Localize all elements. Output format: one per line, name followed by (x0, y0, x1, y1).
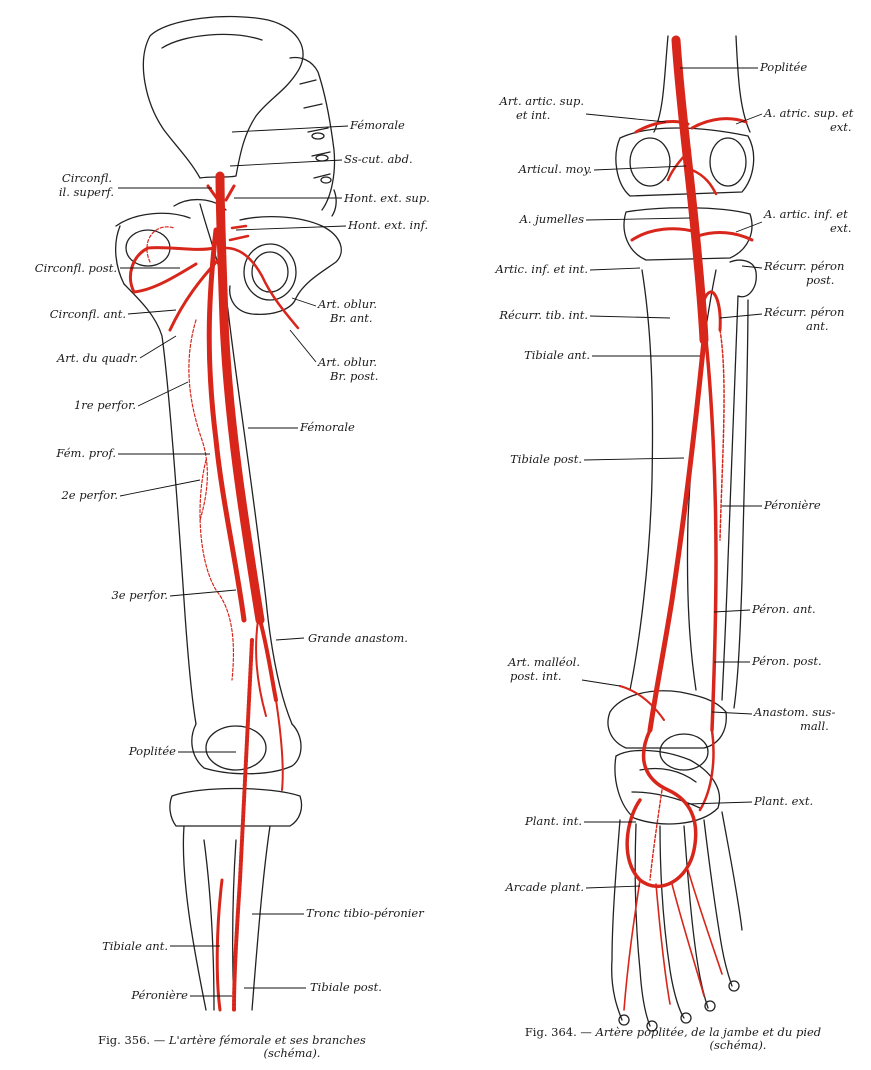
label-tronc-tibio: Tronc tibio-péronier (306, 907, 424, 920)
label-art-artic-sup-1: Art. artic. sup. (500, 95, 584, 108)
label-a-artic-inf-2: ext. (830, 222, 852, 235)
label-peroniere-356: Péronière (131, 989, 188, 1002)
label-art-artic-sup-2: et int. (516, 109, 550, 122)
caption-fig356-prefix: Fig. 356. — (98, 1033, 165, 1047)
label-a-jumelles: A. jumelles (520, 213, 584, 226)
label-circonfl-post: Circonfl. post. (35, 262, 117, 275)
label-plant-ext: Plant. ext. (754, 795, 813, 808)
label-peron-ant: Péron. ant. (752, 603, 816, 616)
label-poplitee-364: Poplitée (760, 61, 807, 74)
label-recurr-peron-post-2: post. (806, 274, 834, 287)
label-femorale-mid: Fémorale (300, 421, 355, 434)
label-art-oblur-post-2: Br. post. (330, 370, 378, 383)
caption-fig356-line2: (schéma). (264, 1046, 321, 1060)
label-recurr-peron-ant-1: Récurr. péron (764, 306, 844, 319)
label-grande-anastom: Grande anastom. (308, 632, 408, 645)
label-tibiale-ant-364: Tibiale ant. (524, 349, 590, 362)
caption-fig364-line2: (schéma). (710, 1038, 767, 1052)
label-ss-cut-abd: Ss-cut. abd. (344, 153, 413, 166)
label-arcade-plant: Arcade plant. (505, 881, 584, 894)
label-circonfl-il-superf-1: Circonfl. (62, 172, 112, 185)
label-articul-moy: Articul. moy. (519, 163, 592, 176)
label-fem-prof: Fém. prof. (56, 447, 116, 460)
label-perfor-3: 3e perfor. (111, 589, 168, 602)
label-anastom-2: mall. (800, 720, 829, 733)
label-anastom-1: Anastom. sus- (754, 706, 835, 719)
label-art-malleol-2: post. int. (510, 670, 561, 683)
label-a-artic-inf-1: A. artic. inf. et (764, 208, 848, 221)
label-recurr-peron-post-1: Récurr. péron (764, 260, 844, 273)
label-perfor-1: 1re perfor. (74, 399, 136, 412)
caption-fig356: Fig. 356. — L'artère fémorale et ses bra… (72, 1034, 392, 1060)
label-a-atric-sup-1: A. atric. sup. et (764, 107, 853, 120)
label-peron-post: Péron. post. (752, 655, 822, 668)
label-art-oblur-post-1: Art. oblur. (318, 356, 377, 369)
label-circonfl-il-superf-2: il. superf. (59, 186, 114, 199)
label-art-oblur-ant-2: Br. ant. (330, 312, 373, 325)
label-a-atric-sup-2: ext. (830, 121, 852, 134)
label-art-du-quadr: Art. du quadr. (57, 352, 138, 365)
label-femorale-top: Fémorale (350, 119, 405, 132)
label-recurr-peron-ant-2: ant. (806, 320, 829, 333)
label-art-oblur-ant-1: Art. oblur. (318, 298, 377, 311)
label-hont-ext-inf: Hont. ext. inf. (348, 219, 428, 232)
label-recurr-tib-int: Récurr. tib. int. (499, 309, 588, 322)
label-poplitee-356: Poplitée (129, 745, 176, 758)
leader-lines (118, 68, 762, 996)
label-tibiale-post-356: Tibiale post. (310, 981, 382, 994)
label-art-malleol-1: Art. malléol. (508, 656, 580, 669)
caption-fig356-line1: L'artère fémorale et ses branches (169, 1033, 366, 1047)
label-perfor-2: 2e perfor. (61, 489, 118, 502)
label-peroniere-364: Péronière (764, 499, 821, 512)
label-tibiale-ant-356: Tibiale ant. (102, 940, 168, 953)
caption-fig364: Fig. 364. — Artère poplitée, de la jambe… (480, 1026, 866, 1052)
label-tibiale-post-364: Tibiale post. (510, 453, 582, 466)
label-hont-ext-sup: Hont. ext. sup. (344, 192, 430, 205)
label-circonfl-ant: Circonfl. ant. (50, 308, 126, 321)
label-plant-int: Plant. int. (525, 815, 582, 828)
caption-fig364-line1: Artère poplitée, de la jambe et du pied (596, 1025, 822, 1039)
label-artic-inf-int: Artic. inf. et int. (495, 263, 588, 276)
caption-fig364-prefix: Fig. 364. — (525, 1025, 592, 1039)
